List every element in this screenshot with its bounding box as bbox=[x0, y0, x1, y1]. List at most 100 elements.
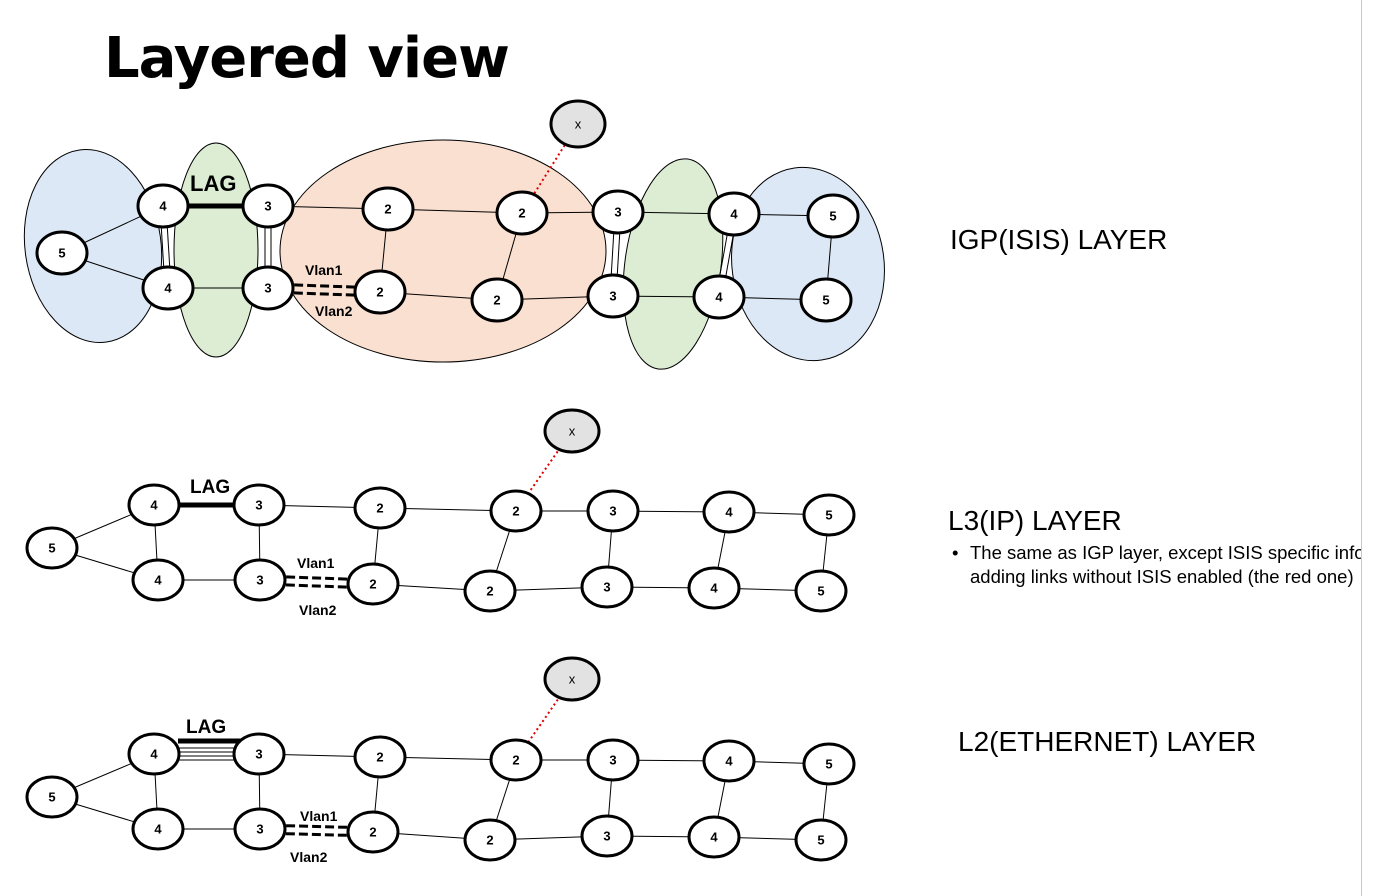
node-b4-label: 4 bbox=[150, 498, 158, 513]
node-l5-label: 5 bbox=[825, 757, 832, 772]
node-e2-label: 2 bbox=[376, 285, 383, 300]
node-b4-circle bbox=[127, 483, 181, 527]
node-c3-circle bbox=[233, 807, 287, 851]
l2-layer-label: L2(ETHERNET) LAYER bbox=[958, 726, 1257, 757]
node-m5-label: 5 bbox=[822, 293, 829, 308]
node-b3-label: 3 bbox=[255, 498, 262, 513]
node-e2-label: 2 bbox=[369, 577, 376, 592]
vlan1-label: Vlan1 bbox=[297, 555, 335, 571]
node-k4-label: 4 bbox=[710, 581, 718, 596]
node-f2-label: 2 bbox=[518, 206, 525, 221]
node-j4-label: 4 bbox=[725, 754, 733, 769]
node-l5-circle bbox=[802, 493, 856, 537]
node-a5-circle bbox=[35, 230, 89, 276]
node-c4-label: 4 bbox=[154, 822, 162, 837]
node-l5-label: 5 bbox=[829, 209, 836, 224]
area-blue-left bbox=[23, 148, 163, 344]
node-f2-circle bbox=[489, 489, 543, 533]
node-i3-circle bbox=[580, 565, 634, 609]
node-k4-circle bbox=[692, 274, 746, 320]
node-e2-circle bbox=[353, 269, 407, 315]
node-g2-circle bbox=[463, 569, 517, 613]
node-m5-circle bbox=[794, 818, 848, 862]
node-c3-label: 3 bbox=[256, 822, 263, 837]
node-b4-circle bbox=[136, 183, 190, 229]
node-i3-label: 3 bbox=[603, 829, 610, 844]
vlan2-label: Vlan2 bbox=[299, 602, 337, 618]
node-j4-label: 4 bbox=[730, 207, 738, 222]
node-d2-label: 2 bbox=[376, 501, 383, 516]
node-f2-circle bbox=[489, 738, 543, 782]
node-i3-circle bbox=[586, 273, 640, 319]
vlan1-label: Vlan1 bbox=[305, 262, 343, 278]
node-h3-label: 3 bbox=[609, 504, 616, 519]
node-m5-circle bbox=[799, 277, 853, 323]
node-d2-circle bbox=[353, 735, 407, 779]
node-c3-circle bbox=[241, 265, 295, 311]
node-l5-circle bbox=[802, 742, 856, 786]
node-c3-label: 3 bbox=[264, 281, 271, 296]
node-g2-circle bbox=[470, 277, 524, 323]
area-green-left bbox=[173, 142, 259, 358]
l3-layer-label: L3(IP) LAYER bbox=[948, 505, 1122, 536]
node-a5-label: 5 bbox=[48, 790, 55, 805]
vlan1-label: Vlan1 bbox=[300, 808, 338, 824]
node-l5-label: 5 bbox=[825, 508, 832, 523]
node-h3-label: 3 bbox=[609, 753, 616, 768]
node-j4-label: 4 bbox=[725, 505, 733, 520]
node-x-circle bbox=[549, 99, 607, 149]
node-x-label: x bbox=[569, 424, 576, 439]
area-green-right bbox=[622, 158, 724, 370]
area-orange-core bbox=[279, 139, 607, 363]
node-j4-circle bbox=[702, 739, 756, 783]
page-title: Layered view bbox=[104, 26, 510, 91]
node-b3-circle bbox=[232, 732, 286, 776]
igp-layer-label: IGP(ISIS) LAYER bbox=[950, 224, 1168, 255]
node-b3-label: 3 bbox=[264, 199, 271, 214]
lag-label: LAG bbox=[190, 171, 236, 196]
slide-edge-divider bbox=[1361, 0, 1362, 896]
node-m5-label: 5 bbox=[817, 584, 824, 599]
node-b4-label: 4 bbox=[150, 747, 158, 762]
node-d2-label: 2 bbox=[384, 202, 391, 217]
node-b3-circle bbox=[232, 483, 286, 527]
node-c4-circle bbox=[131, 807, 185, 851]
node-e2-circle bbox=[346, 810, 400, 854]
node-c4-label: 4 bbox=[154, 573, 162, 588]
node-a5-circle bbox=[25, 526, 79, 570]
node-f2-label: 2 bbox=[512, 753, 519, 768]
node-a5-label: 5 bbox=[58, 246, 65, 261]
node-f2-label: 2 bbox=[512, 504, 519, 519]
vlan2-label: Vlan2 bbox=[315, 303, 353, 319]
l3-layer-description-bullet: The same as IGP layer, except ISIS speci… bbox=[948, 541, 1361, 589]
node-g2-label: 2 bbox=[493, 293, 500, 308]
node-h3-circle bbox=[586, 489, 640, 533]
node-e2-label: 2 bbox=[369, 825, 376, 840]
node-d2-circle bbox=[361, 186, 415, 232]
node-k4-circle bbox=[687, 566, 741, 610]
node-a5-circle bbox=[25, 775, 79, 819]
node-h3-circle bbox=[586, 738, 640, 782]
node-m5-circle bbox=[794, 569, 848, 613]
node-d2-label: 2 bbox=[376, 750, 383, 765]
node-d2-circle bbox=[353, 486, 407, 530]
node-g2-label: 2 bbox=[486, 584, 493, 599]
node-x-label: x bbox=[575, 117, 582, 132]
node-b4-label: 4 bbox=[159, 199, 167, 214]
node-i3-label: 3 bbox=[603, 580, 610, 595]
node-i3-circle bbox=[580, 814, 634, 858]
vlan2-label: Vlan2 bbox=[290, 849, 328, 865]
node-k4-circle bbox=[687, 815, 741, 859]
node-c4-circle bbox=[141, 265, 195, 311]
node-f2-circle bbox=[495, 190, 549, 236]
node-i3-label: 3 bbox=[609, 289, 616, 304]
area-blue-right bbox=[731, 166, 885, 362]
l3-layer-description: The same as IGP layer, except ISIS speci… bbox=[948, 541, 1361, 613]
node-k4-label: 4 bbox=[715, 290, 723, 305]
node-k4-label: 4 bbox=[710, 830, 718, 845]
node-g2-label: 2 bbox=[486, 833, 493, 848]
